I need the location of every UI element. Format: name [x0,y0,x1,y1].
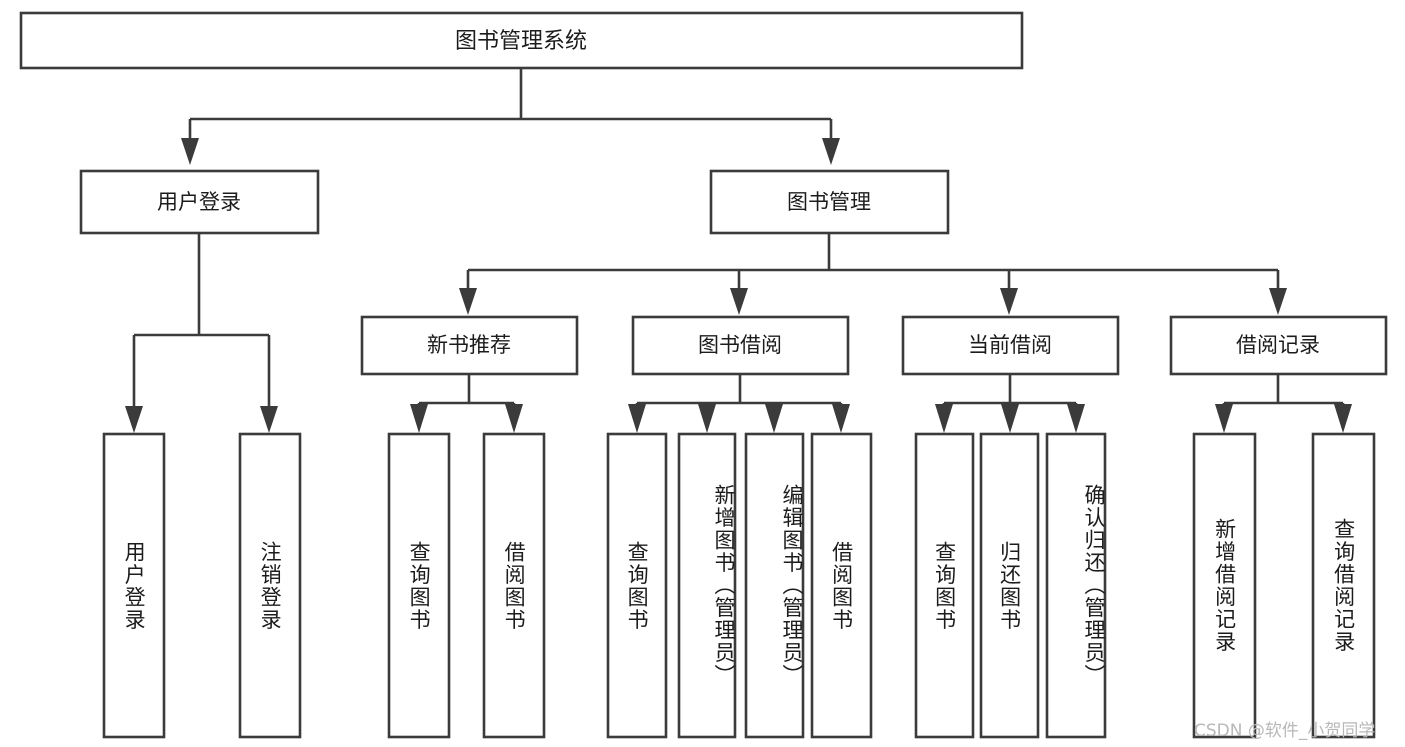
arrowhead-book-borrow [730,288,748,315]
leaf-query-book-3-box [914,432,975,739]
arrowhead-query-book-1 [410,404,428,433]
node-borrow-record: 借阅记录 [1169,315,1388,376]
arrowhead-leaf-logout [260,406,278,433]
book-borrow-box [631,315,850,376]
new-book-rec-box [360,315,579,376]
node-root: 图书管理系统 [19,11,1024,70]
node-current-borrow: 当前借阅 [901,315,1120,376]
arrowhead-add-record [1215,404,1233,433]
leaf-return-book-box [979,432,1040,739]
arrowhead-return-book [1001,404,1019,433]
borrow-record-label: 借阅记录 [1236,333,1320,357]
leaf-edit-book-box [744,432,805,739]
leaf-add-record-box [1192,432,1257,739]
node-book-borrow: 图书借阅 [631,315,850,376]
leaf-logout-box [238,432,302,739]
leaf-user-login-box [102,432,166,739]
arrowhead-borrow-book-1 [505,404,523,433]
csdn-watermark: CSDN @软件_小贺同学 [1194,721,1376,741]
current-borrow-box [901,315,1120,376]
book-borrow-label: 图书借阅 [698,333,782,357]
leaf-borrow-book-1-box [482,432,546,739]
leaf-query-book-2-box [606,432,668,739]
leaf-borrow-book-2-box [810,432,873,739]
arrowhead-query-record [1334,404,1352,433]
arrowhead-user-login [181,138,199,165]
arrowhead-new-book-rec [459,288,477,315]
arrowhead-leaf-user-login [125,406,143,433]
root-label: 图书管理系统 [455,29,587,54]
node-book-manage: 图书管理 [709,169,950,235]
new-book-rec-label: 新书推荐 [427,333,511,357]
arrowhead-book-manage [822,138,840,165]
leaf-query-record-box [1311,432,1376,739]
arrowhead-add-book [698,404,716,433]
arrowhead-borrow-record [1269,288,1287,315]
leaf-add-book-box [677,432,737,739]
borrow-record-box [1169,315,1388,376]
leaf-confirm-return-box [1045,432,1107,739]
node-user-login: 用户登录 [79,169,320,235]
arrowhead-query-book-3 [935,404,953,433]
user-login-label: 用户登录 [157,190,241,214]
book-manage-label: 图书管理 [787,190,871,214]
arrowhead-current-borrow [1000,288,1018,315]
node-new-book-rec: 新书推荐 [360,315,579,376]
arrowhead-edit-book [765,404,783,433]
book-manage-box [709,169,950,235]
current-borrow-label: 当前借阅 [968,333,1052,357]
arrowhead-confirm-return [1067,404,1085,433]
arrowhead-query-book-2 [628,404,646,433]
root-box [19,11,1024,70]
leaf-query-book-1-box [387,432,451,739]
arrowhead-borrow-book-2 [832,404,850,433]
